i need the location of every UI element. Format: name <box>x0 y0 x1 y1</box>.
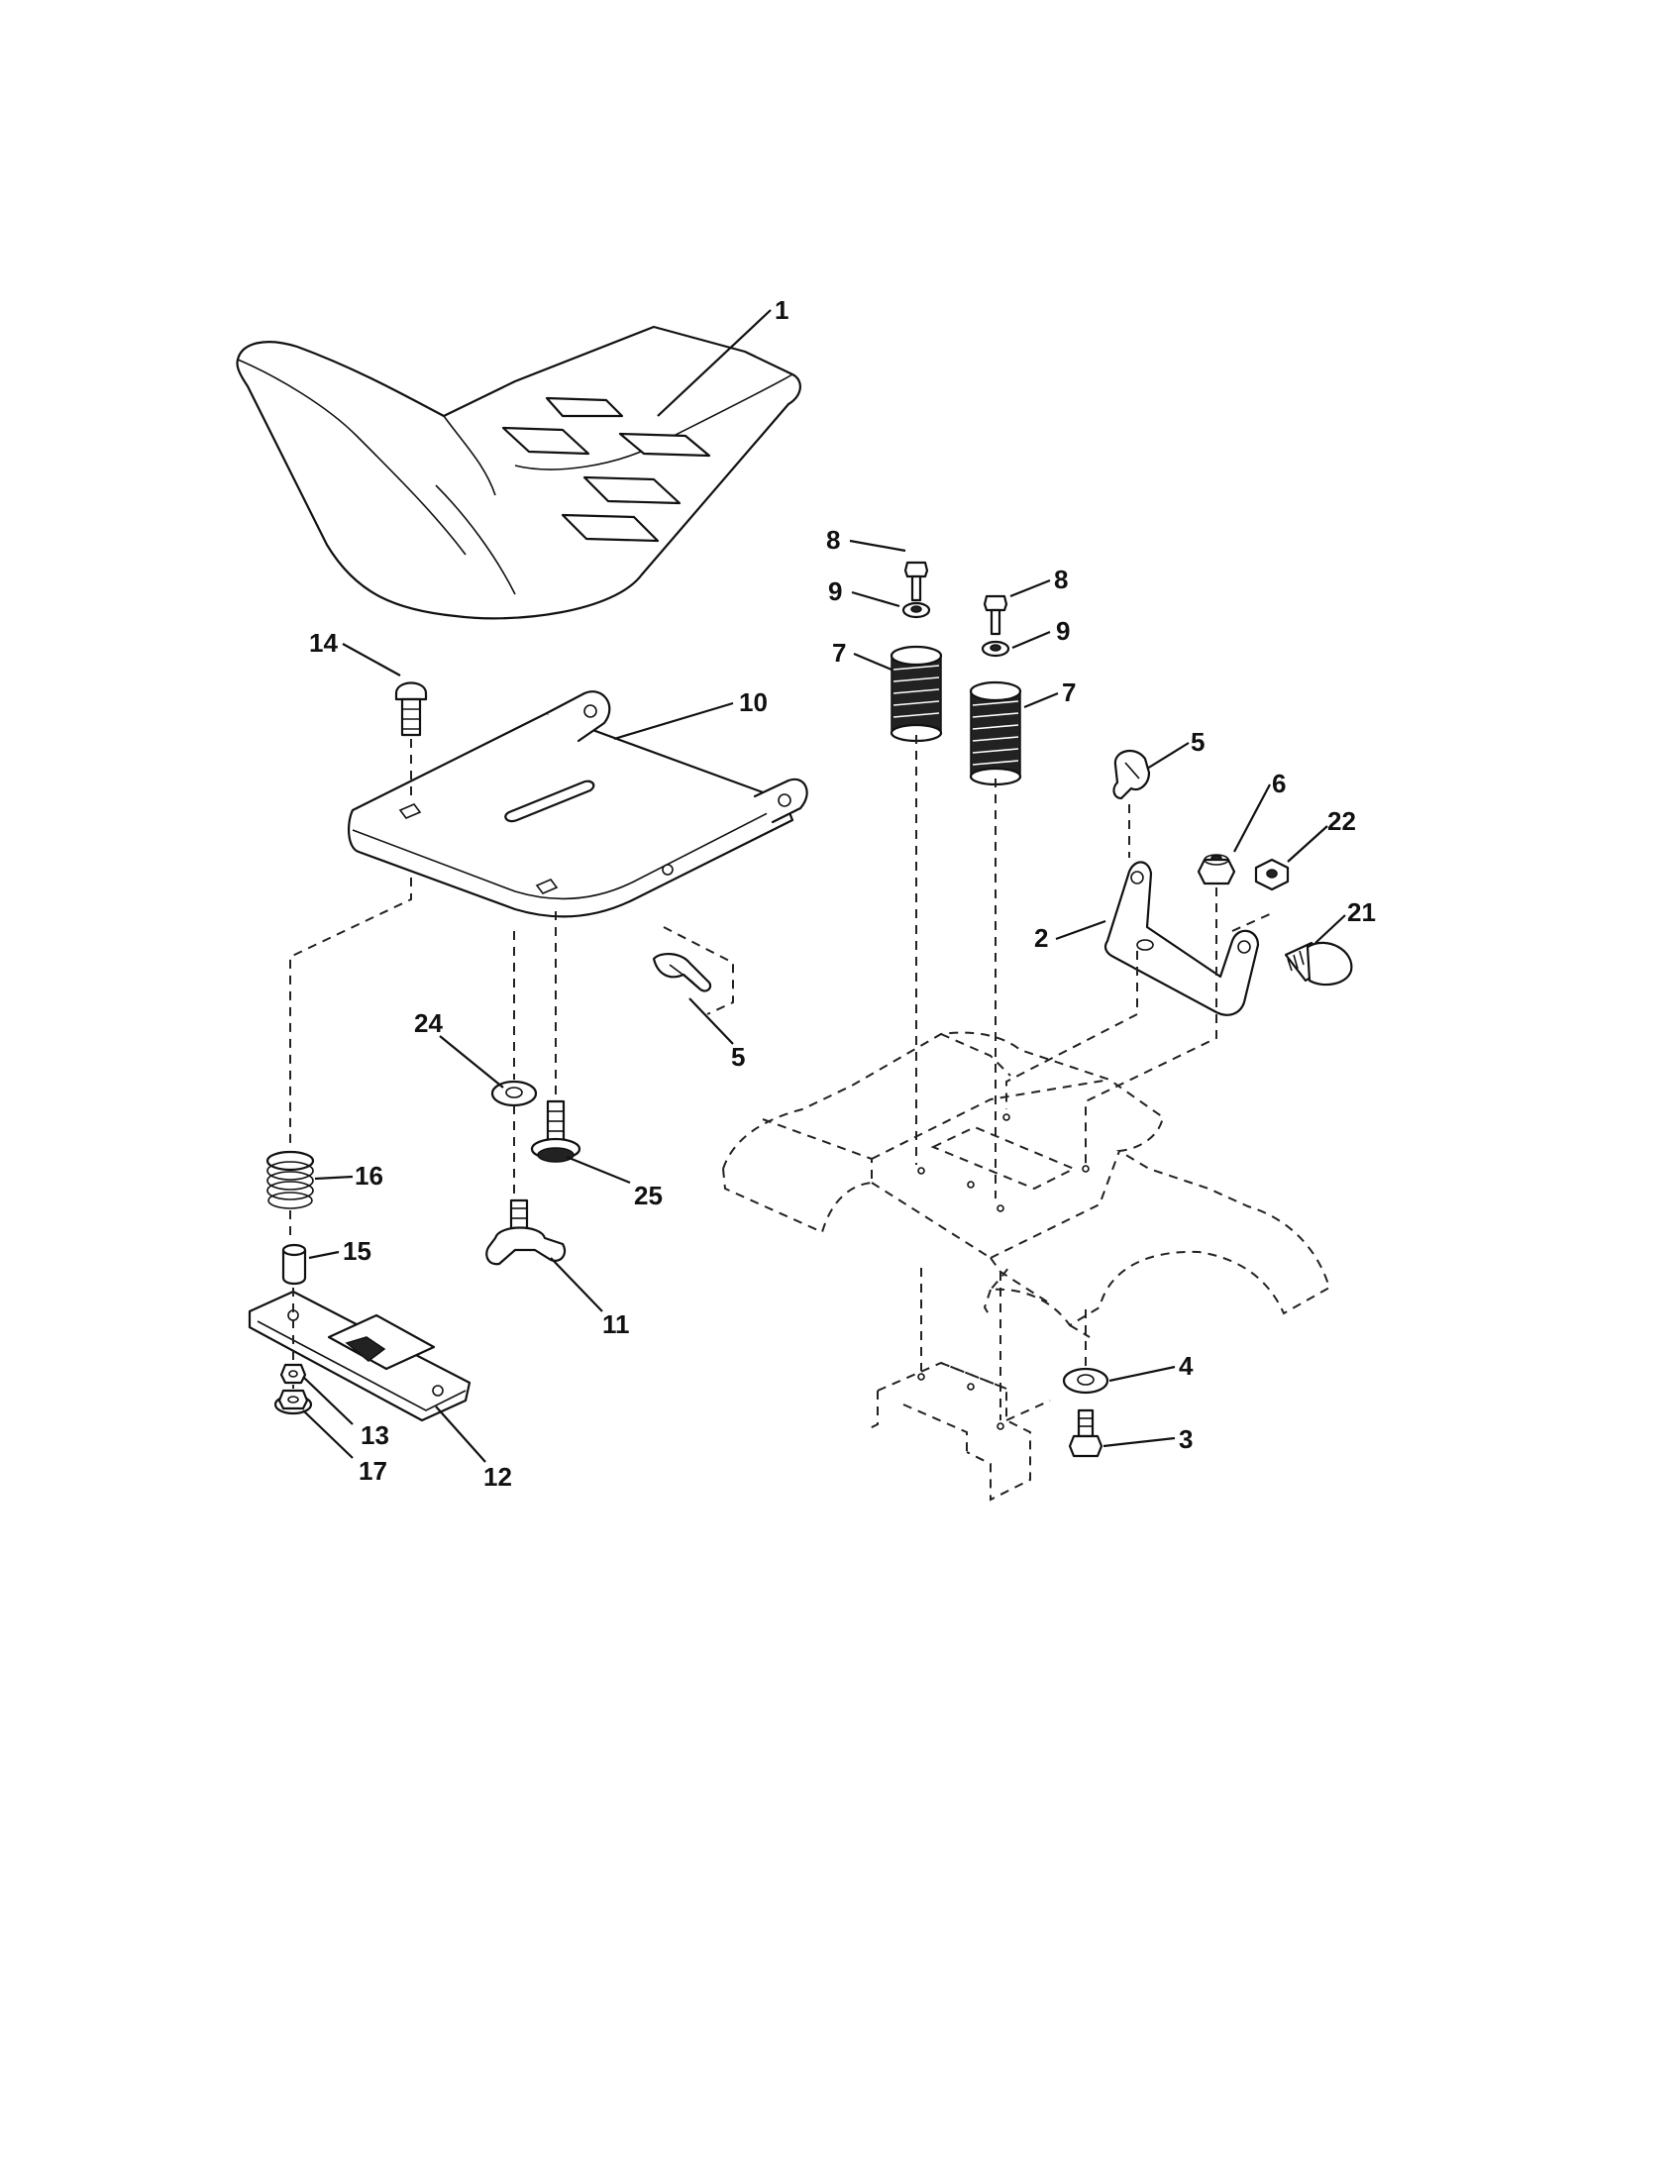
spring-7-right <box>969 680 1022 786</box>
assembly-centerlines <box>289 735 1273 1420</box>
nut-22 <box>1254 858 1290 891</box>
callout-label-8: 8 <box>1054 565 1068 594</box>
seat-bracket <box>1103 861 1260 1016</box>
shoulder-bolt-21 <box>1284 941 1353 987</box>
callout-label-7: 7 <box>832 638 846 668</box>
frame-support-dashed <box>869 1361 1051 1502</box>
washer-9-left <box>901 601 931 619</box>
callout-label-14: 14 <box>309 628 338 658</box>
seat-pan <box>347 690 808 918</box>
washer-9-right <box>981 640 1010 658</box>
fender-dashed-outline <box>722 1031 1331 1338</box>
shoulder-bolt <box>530 1099 581 1163</box>
hairpin-clip-upper <box>1112 749 1151 800</box>
callout-label-11: 11 <box>602 1309 630 1339</box>
hairpin-clip-lower <box>652 953 712 992</box>
callout-label-9: 9 <box>828 576 842 606</box>
callout-label-5: 5 <box>1191 727 1205 757</box>
callout-label-21: 21 <box>1347 897 1376 927</box>
hex-nut-13 <box>279 1363 307 1385</box>
bolt-8-left <box>903 561 929 602</box>
callout-label-1: 1 <box>775 295 788 325</box>
callout-label-10: 10 <box>739 687 768 717</box>
carriage-bolt <box>394 681 428 737</box>
flat-washer-4 <box>1062 1367 1109 1395</box>
callout-label-8: 8 <box>826 525 840 555</box>
lock-nut-6 <box>1197 854 1236 885</box>
hex-bolt-3 <box>1068 1408 1103 1458</box>
wing-knob <box>485 1198 567 1266</box>
callout-label-5: 5 <box>731 1042 745 1072</box>
seat <box>236 325 801 620</box>
callout-label-7: 7 <box>1062 677 1076 707</box>
callout-label-3: 3 <box>1179 1424 1193 1454</box>
callout-label-15: 15 <box>343 1236 371 1266</box>
leader-lines <box>302 309 1346 1463</box>
callout-label-9: 9 <box>1056 616 1070 646</box>
callout-label-24: 24 <box>414 1008 443 1038</box>
callout-label-25: 25 <box>634 1181 663 1210</box>
spring-7-left <box>890 645 943 743</box>
callout-label-12: 12 <box>483 1462 512 1492</box>
callout-label-16: 16 <box>355 1161 383 1191</box>
flange-nut-17 <box>273 1389 313 1415</box>
spacer <box>281 1243 307 1286</box>
callout-label-4: 4 <box>1179 1351 1194 1381</box>
callout-label-2: 2 <box>1034 923 1048 953</box>
callout-label-6: 6 <box>1272 769 1286 798</box>
seat-spring <box>265 1150 315 1209</box>
callout-label-17: 17 <box>359 1456 387 1486</box>
bolt-8-right <box>983 594 1008 636</box>
callout-label-13: 13 <box>361 1420 389 1450</box>
callout-label-22: 22 <box>1327 806 1356 836</box>
callout-labels: 1 14 10 8 9 7 8 9 7 5 6 22 2 21 24 5 16 … <box>309 295 1376 1492</box>
